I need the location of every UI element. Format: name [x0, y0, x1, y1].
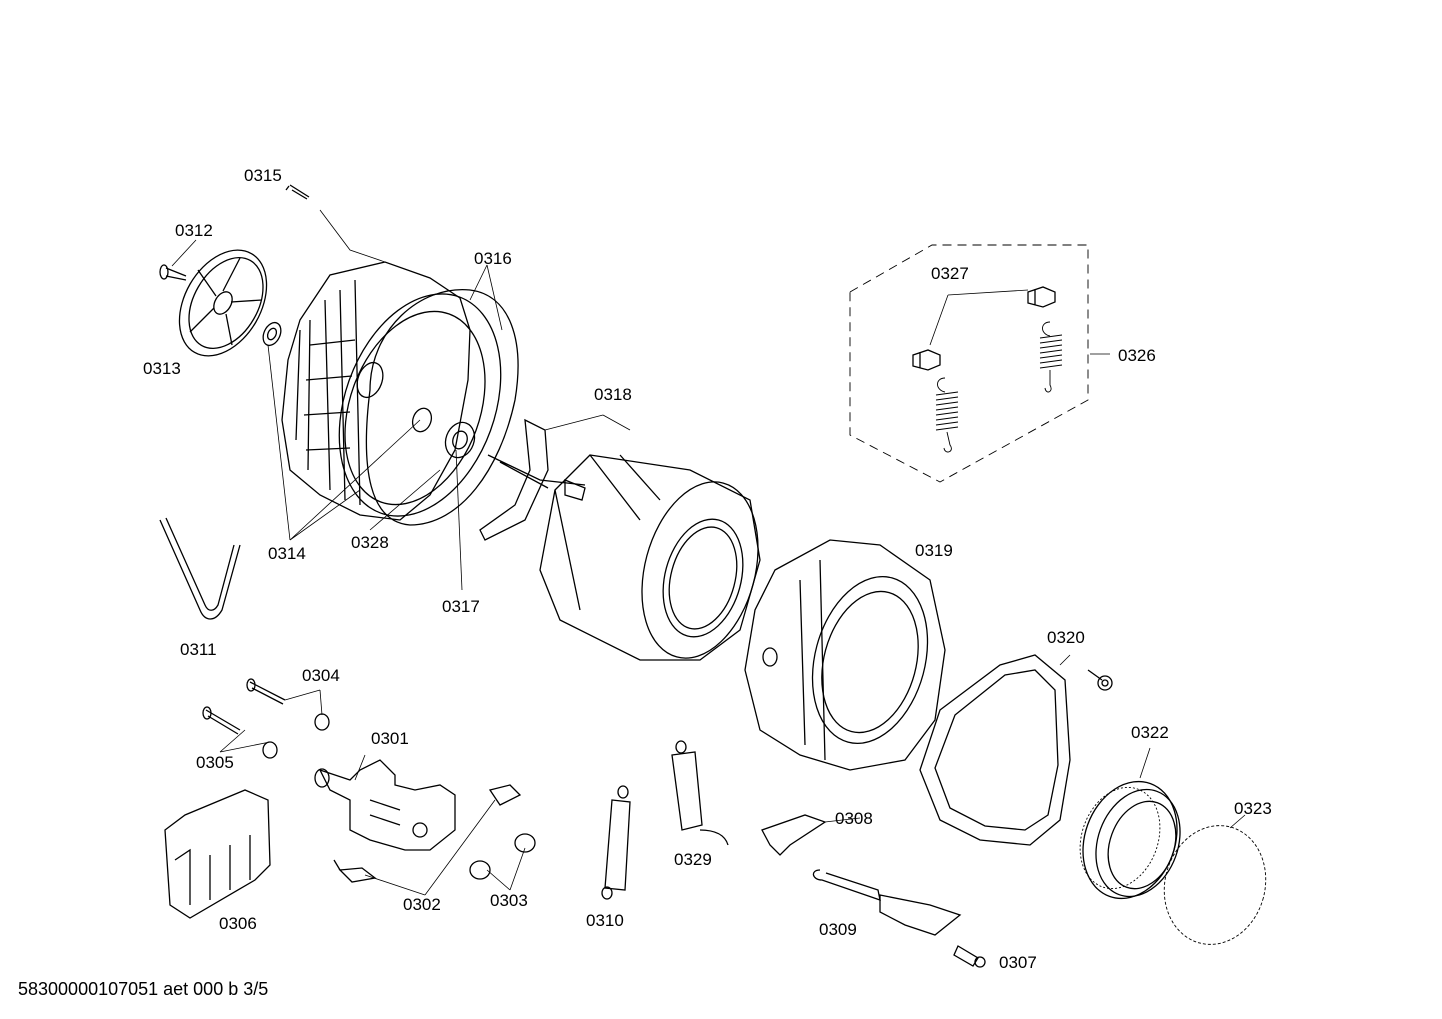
label-0311: 0311 [180, 640, 217, 659]
screws-0305 [202, 678, 286, 735]
screw-0312 [159, 264, 187, 281]
door-gasket-0320 [919, 654, 1071, 846]
label-0329: 0329 [674, 850, 712, 869]
label-0310: 0310 [586, 911, 624, 930]
label-0302: 0302 [403, 895, 441, 914]
drum-0318 [539, 454, 761, 661]
label-0322: 0322 [1131, 723, 1169, 742]
document-id-footer: 58300000107051 aet 000 b 3/5 [18, 979, 269, 999]
bearing-0314a [262, 321, 282, 347]
rear-tub [281, 261, 502, 521]
seal-ring-0316 [365, 289, 519, 526]
label-0307: 0307 [999, 953, 1037, 972]
screw-0315 [285, 184, 310, 200]
label-0320: 0320 [1047, 628, 1085, 647]
label-0303: 0303 [490, 891, 528, 910]
label-0314: 0314 [268, 544, 306, 563]
spring-left [935, 377, 959, 453]
bracket-0308 [761, 814, 827, 856]
label-0309: 0309 [819, 920, 857, 939]
wire-clamp-0323 [1163, 825, 1267, 945]
label-0304: 0304 [302, 666, 340, 685]
carbon-brushes-0302 [333, 784, 522, 883]
pulley-0313 [178, 249, 268, 357]
bolts-0304 [262, 713, 330, 759]
belt-0311 [159, 517, 241, 620]
label-0312: 0312 [175, 221, 213, 240]
front-tub-0319 [744, 539, 946, 771]
label-0318: 0318 [594, 385, 632, 404]
motor-0301 [314, 759, 456, 851]
drum-spider [479, 418, 586, 541]
bushings-0303 [469, 833, 536, 880]
shock-absorber-0310 [601, 785, 631, 900]
spring-right [1039, 321, 1063, 393]
shock-absorber-0329 [671, 740, 729, 846]
label-0327: 0327 [931, 264, 969, 283]
label-0308: 0308 [835, 809, 873, 828]
heater-0309 [812, 869, 962, 936]
leader-lines [171, 209, 1246, 896]
motor-cover-0306 [164, 789, 271, 919]
sensor-0307 [953, 945, 986, 968]
spring-kit-0326 [849, 244, 1089, 483]
clip-0327-right [1027, 286, 1056, 308]
screw-0320 [1087, 669, 1113, 691]
label-0305: 0305 [196, 753, 234, 772]
label-0301: 0301 [371, 729, 409, 748]
label-0316: 0316 [474, 249, 512, 268]
label-0323: 0323 [1234, 799, 1272, 818]
label-0306: 0306 [219, 914, 257, 933]
clip-0327-left [912, 349, 941, 371]
label-0326: 0326 [1118, 346, 1156, 365]
label-0317: 0317 [442, 597, 480, 616]
label-0328: 0328 [351, 533, 389, 552]
label-0319: 0319 [915, 541, 953, 560]
label-0313: 0313 [143, 359, 181, 378]
label-0315: 0315 [244, 166, 282, 185]
seal-0322 [1079, 780, 1181, 900]
